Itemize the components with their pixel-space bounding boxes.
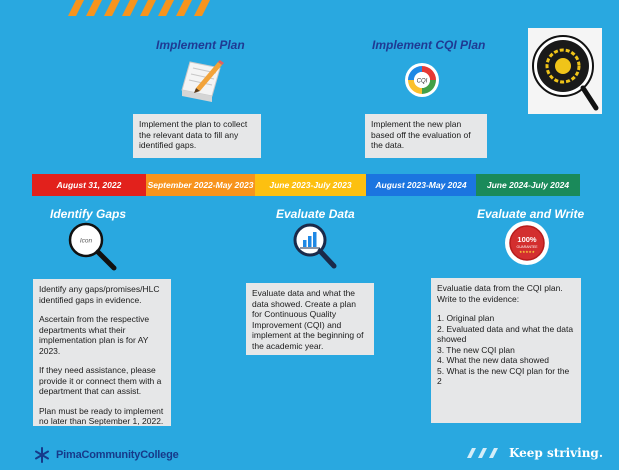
identify-gaps-paragraph-1: Identify any gaps/promises/HLC identifie… <box>39 284 160 305</box>
heading-implement-cqi-plan: Implement CQI Plan <box>372 38 486 52</box>
cqi-icon-label: CQI <box>417 79 428 85</box>
timeline-segment-4: August 2023-May 2024 <box>366 174 476 196</box>
badge-percent-label: 100% <box>517 235 537 244</box>
data-analysis-magnifier-icon <box>293 223 337 269</box>
timeline-segment-2: September 2022-May 2023 <box>146 174 255 196</box>
evaluate-list-item: 1. Original plan <box>437 313 495 323</box>
evaluate-and-write-intro: Evaluatie data from the CQI plan. Write … <box>437 283 563 304</box>
college-logo: PimaCommunityCollege <box>34 447 179 463</box>
evaluate-list-item: 4. What the new data showed <box>437 355 549 365</box>
identify-gaps-box: Identify any gaps/promises/HLC identifie… <box>33 279 171 426</box>
evaluate-and-write-list: 1. Original plan 2. Evaluated data and w… <box>437 313 575 387</box>
identify-gaps-paragraph-4: Plan must be ready to implement no later… <box>39 405 164 427</box>
tagline-text: Keep striving. <box>508 446 603 460</box>
evaluate-list-item: 3. The new CQI plan <box>437 344 515 355</box>
magnifier-placeholder-icon: Icon <box>68 222 117 271</box>
college-name: PimaCommunityCollege <box>56 449 179 461</box>
college-snowflake-icon <box>35 447 49 463</box>
magnifier-placeholder-label: Icon <box>80 238 93 245</box>
identify-gaps-paragraph-3: If they need assistance, please provide … <box>39 365 162 396</box>
implement-cqi-plan-box: Implement the new plan based off the eva… <box>365 114 487 158</box>
evaluate-list-item: 5. What is the new CQI plan for the 2 <box>437 365 570 387</box>
evaluate-data-box: Evaluate data and what the data showed. … <box>246 283 374 355</box>
heading-implement-plan: Implement Plan <box>156 38 245 52</box>
guarantee-badge-icon: 100% GUARANTEE ★★★★★ <box>505 221 549 265</box>
quality-seal-magnifier-icon <box>528 28 602 114</box>
heading-evaluate-and-write: Evaluate and Write <box>477 207 585 221</box>
top-stripes-decoration <box>68 0 210 16</box>
cqi-cycle-icon: CQI <box>405 63 439 97</box>
badge-subtext-label: GUARANTEE <box>516 245 538 249</box>
evaluate-list-item: 2. Evaluated data and what the data show… <box>437 323 574 345</box>
timeline-segment-3: June 2023-July 2023 <box>255 174 366 196</box>
footer-tagline: Keep striving. <box>466 446 603 460</box>
svg-text:★★★★★: ★★★★★ <box>519 250 535 254</box>
heading-identify-gaps: Identify Gaps <box>50 207 127 221</box>
notepad-pencil-icon <box>181 60 224 102</box>
evaluate-and-write-box: Evaluatie data from the CQI plan. Write … <box>431 278 581 423</box>
implement-plan-box: Implement the plan to collect the releva… <box>133 114 261 158</box>
identify-gaps-paragraph-2: Ascertain from the respective department… <box>39 314 150 356</box>
timeline-segment-5: June 2024-July 2024 <box>476 174 580 196</box>
timeline-segment-1: August 31, 2022 <box>32 174 146 196</box>
tagline-stripes-decoration <box>466 448 498 458</box>
timeline-bar: August 31, 2022 September 2022-May 2023 … <box>32 174 580 196</box>
heading-evaluate-data: Evaluate Data <box>276 207 355 221</box>
